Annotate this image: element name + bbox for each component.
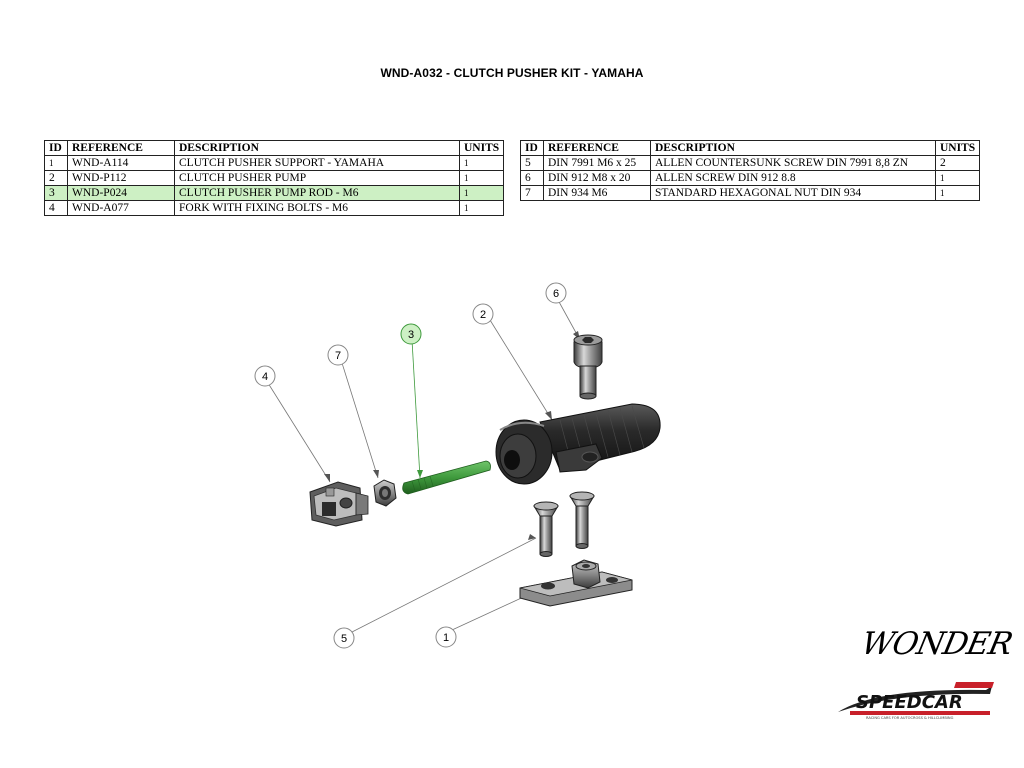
callout-5: 5	[333, 627, 355, 649]
support-plate-part	[519, 559, 633, 607]
svg-text:7: 7	[335, 350, 341, 362]
header-units: UNITS	[934, 140, 981, 156]
callout-6: 6	[545, 282, 567, 304]
countersunk-screw-right	[569, 491, 595, 549]
svg-text:3: 3	[408, 329, 414, 341]
callout-1: 1	[435, 626, 457, 648]
speedcar-tagline: RACING CARS FOR AUTOCROSS & HILLCLIMBING	[866, 716, 954, 720]
svg-text:4: 4	[262, 371, 268, 383]
svg-text:1: 1	[443, 632, 449, 644]
svg-text:5: 5	[341, 633, 347, 645]
callout-3: 3	[400, 323, 422, 345]
table-row-highlighted: 3 WND-P024 CLUTCH PUSHER PUMP ROD - M6 1	[44, 185, 505, 201]
cell-id: 3	[44, 185, 68, 201]
svg-text:2: 2	[480, 309, 486, 321]
callout-2: 2	[472, 303, 494, 325]
cell-description: CLUTCH PUSHER PUMP ROD - M6	[174, 185, 460, 201]
table-row: 7 DIN 934 M6 STANDARD HEXAGONAL NUT DIN …	[520, 185, 981, 201]
wonder-logo: WONDER	[858, 626, 1016, 662]
parts-table-right: ID REFERENCE DESCRIPTION UNITS 5 DIN 799…	[520, 140, 981, 201]
cell-units: 1	[458, 200, 505, 216]
callout-7: 7	[327, 344, 349, 366]
cell-reference: WND-A077	[67, 200, 175, 216]
pump-rod-part	[402, 460, 491, 495]
clutch-pump-part	[495, 403, 661, 485]
table-row: 4 WND-A077 FORK WITH FIXING BOLTS - M6 1	[44, 200, 505, 216]
table-header-row: ID REFERENCE DESCRIPTION UNITS	[520, 140, 981, 156]
cell-reference: DIN 7991 M6 x 25	[543, 155, 651, 171]
countersunk-screw-left	[533, 501, 559, 557]
parts-table-left: ID REFERENCE DESCRIPTION UNITS 1 WND-A11…	[44, 140, 505, 216]
callout-4: 4	[254, 365, 276, 387]
cell-reference: DIN 934 M6	[543, 185, 651, 201]
hex-nut-part	[373, 479, 397, 507]
cell-reference: WND-P112	[67, 170, 175, 186]
svg-text:6: 6	[553, 288, 559, 300]
header-reference: REFERENCE	[67, 140, 175, 156]
leader-lines	[267, 299, 581, 633]
cell-units: 1	[934, 185, 981, 201]
table-row: 6 DIN 912 M8 x 20 ALLEN SCREW DIN 912 8.…	[520, 170, 981, 186]
header-reference: REFERENCE	[543, 140, 651, 156]
page-title: WND-A032 - CLUTCH PUSHER KIT - YAMAHA	[380, 66, 644, 80]
table-header-row: ID REFERENCE DESCRIPTION UNITS	[44, 140, 505, 156]
fork-part	[309, 481, 369, 527]
speedcar-logo: SPEEDCAR RACING CARS FOR AUTOCROSS & HIL…	[838, 682, 994, 720]
allen-screw-part	[573, 334, 603, 400]
cell-description: CLUTCH PUSHER SUPPORT - YAMAHA	[174, 155, 460, 171]
cell-description: STANDARD HEXAGONAL NUT DIN 934	[650, 185, 936, 201]
speedcar-logo-text: SPEEDCAR	[856, 692, 963, 713]
